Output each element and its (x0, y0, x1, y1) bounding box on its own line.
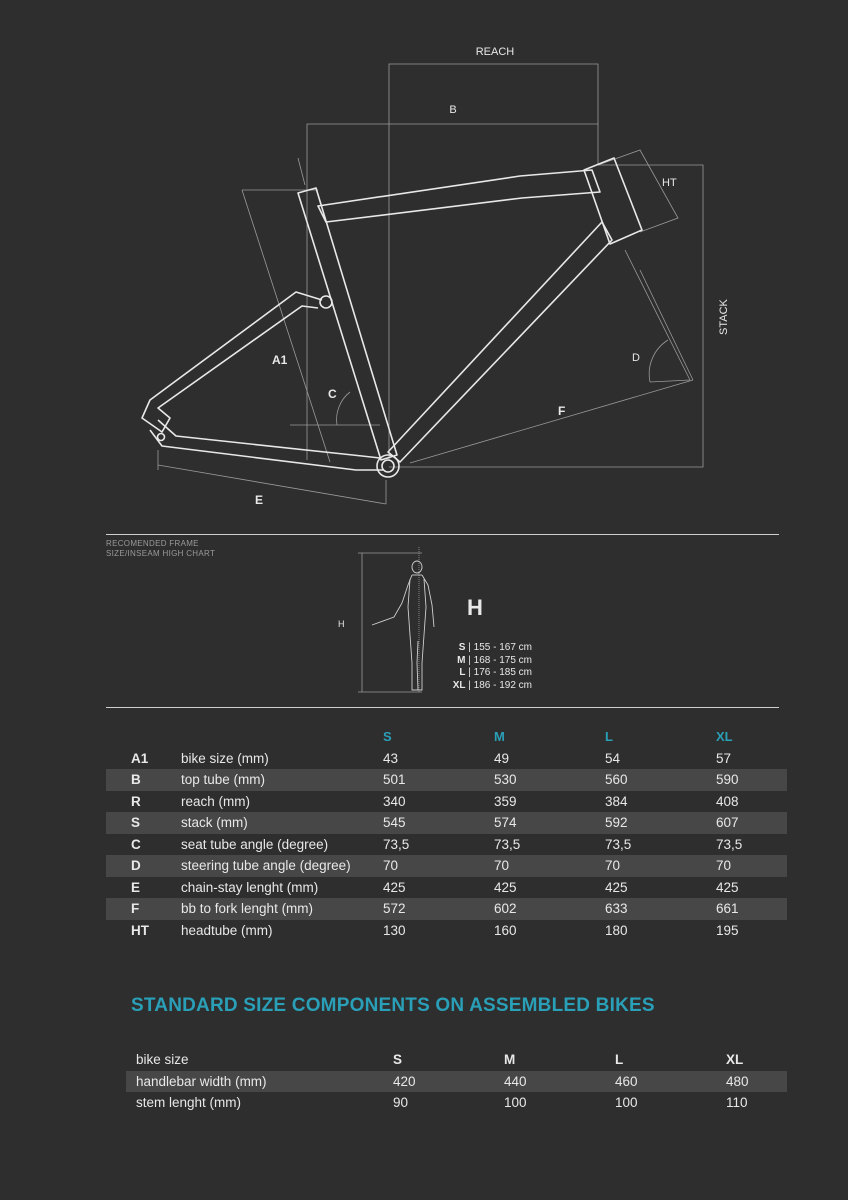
person-silhouette-icon (371, 560, 435, 691)
down-tube (387, 221, 613, 463)
frame-geometry-diagram: REACH B HT STACK A1 C D F E (141, 46, 730, 507)
d-label: D (632, 352, 640, 364)
chain-stay (149, 419, 384, 471)
f-label: F (558, 404, 565, 418)
divider-middle (106, 707, 779, 708)
b-label: B (449, 104, 456, 116)
stack-label: STACK (718, 298, 730, 335)
reach-guide-line (388, 63, 599, 460)
bottom-bracket (376, 454, 400, 478)
c-label: C (328, 387, 337, 401)
top-tube-guide-line (306, 123, 598, 460)
inseam-row: L | 176 - 185 cm (459, 667, 532, 678)
reach-label: REACH (476, 46, 515, 58)
divider-top (106, 534, 779, 535)
head-tube (583, 157, 643, 245)
header-size-s: S (383, 729, 392, 745)
inseam-caption-line1: RECOMENDED FRAME (106, 539, 199, 548)
geometry-header-row: S M L XL (106, 726, 787, 748)
inseam-row: M | 168 - 175 cm (457, 654, 532, 666)
inseam-caption-line2: SIZE/INSEAM HIGH CHART (106, 549, 216, 558)
inseam-size-list: S | 155 - 167 cm M | 168 - 175 cm L | 17… (440, 642, 532, 692)
stack-guide-line (389, 164, 704, 468)
inseam-row: XL | 186 - 192 cm (452, 679, 532, 691)
a1-label: A1 (272, 353, 288, 367)
e-label: E (255, 493, 263, 507)
top-tube (317, 169, 601, 223)
seat-stay (141, 291, 323, 433)
table-row: handlebar width (mm) 420 440 460 480 (126, 1070, 787, 1092)
header-size-l: L (605, 729, 613, 745)
components-table: bike size S M L XL handlebar width (mm) … (126, 1049, 787, 1114)
components-title: STANDARD SIZE COMPONENTS ON ASSEMBLED BI… (131, 995, 655, 1016)
seat-tube (297, 187, 398, 461)
inseam-figure: H (338, 547, 435, 693)
ht-label: HT (662, 177, 677, 189)
table-row: stem lenght (mm) 90 100 100 110 (136, 1095, 748, 1111)
h-axis-label: H (338, 619, 345, 629)
header-size-m: M (494, 729, 505, 745)
components-header-row: bike size S M L XL (136, 1052, 744, 1068)
inseam-big-h: H (467, 595, 483, 620)
header-size-xl: XL (716, 729, 733, 745)
inseam-row: S | 155 - 167 cm (458, 642, 532, 653)
inseam-caption: RECOMENDED FRAME SIZE/INSEAM HIGH CHART (106, 539, 215, 559)
